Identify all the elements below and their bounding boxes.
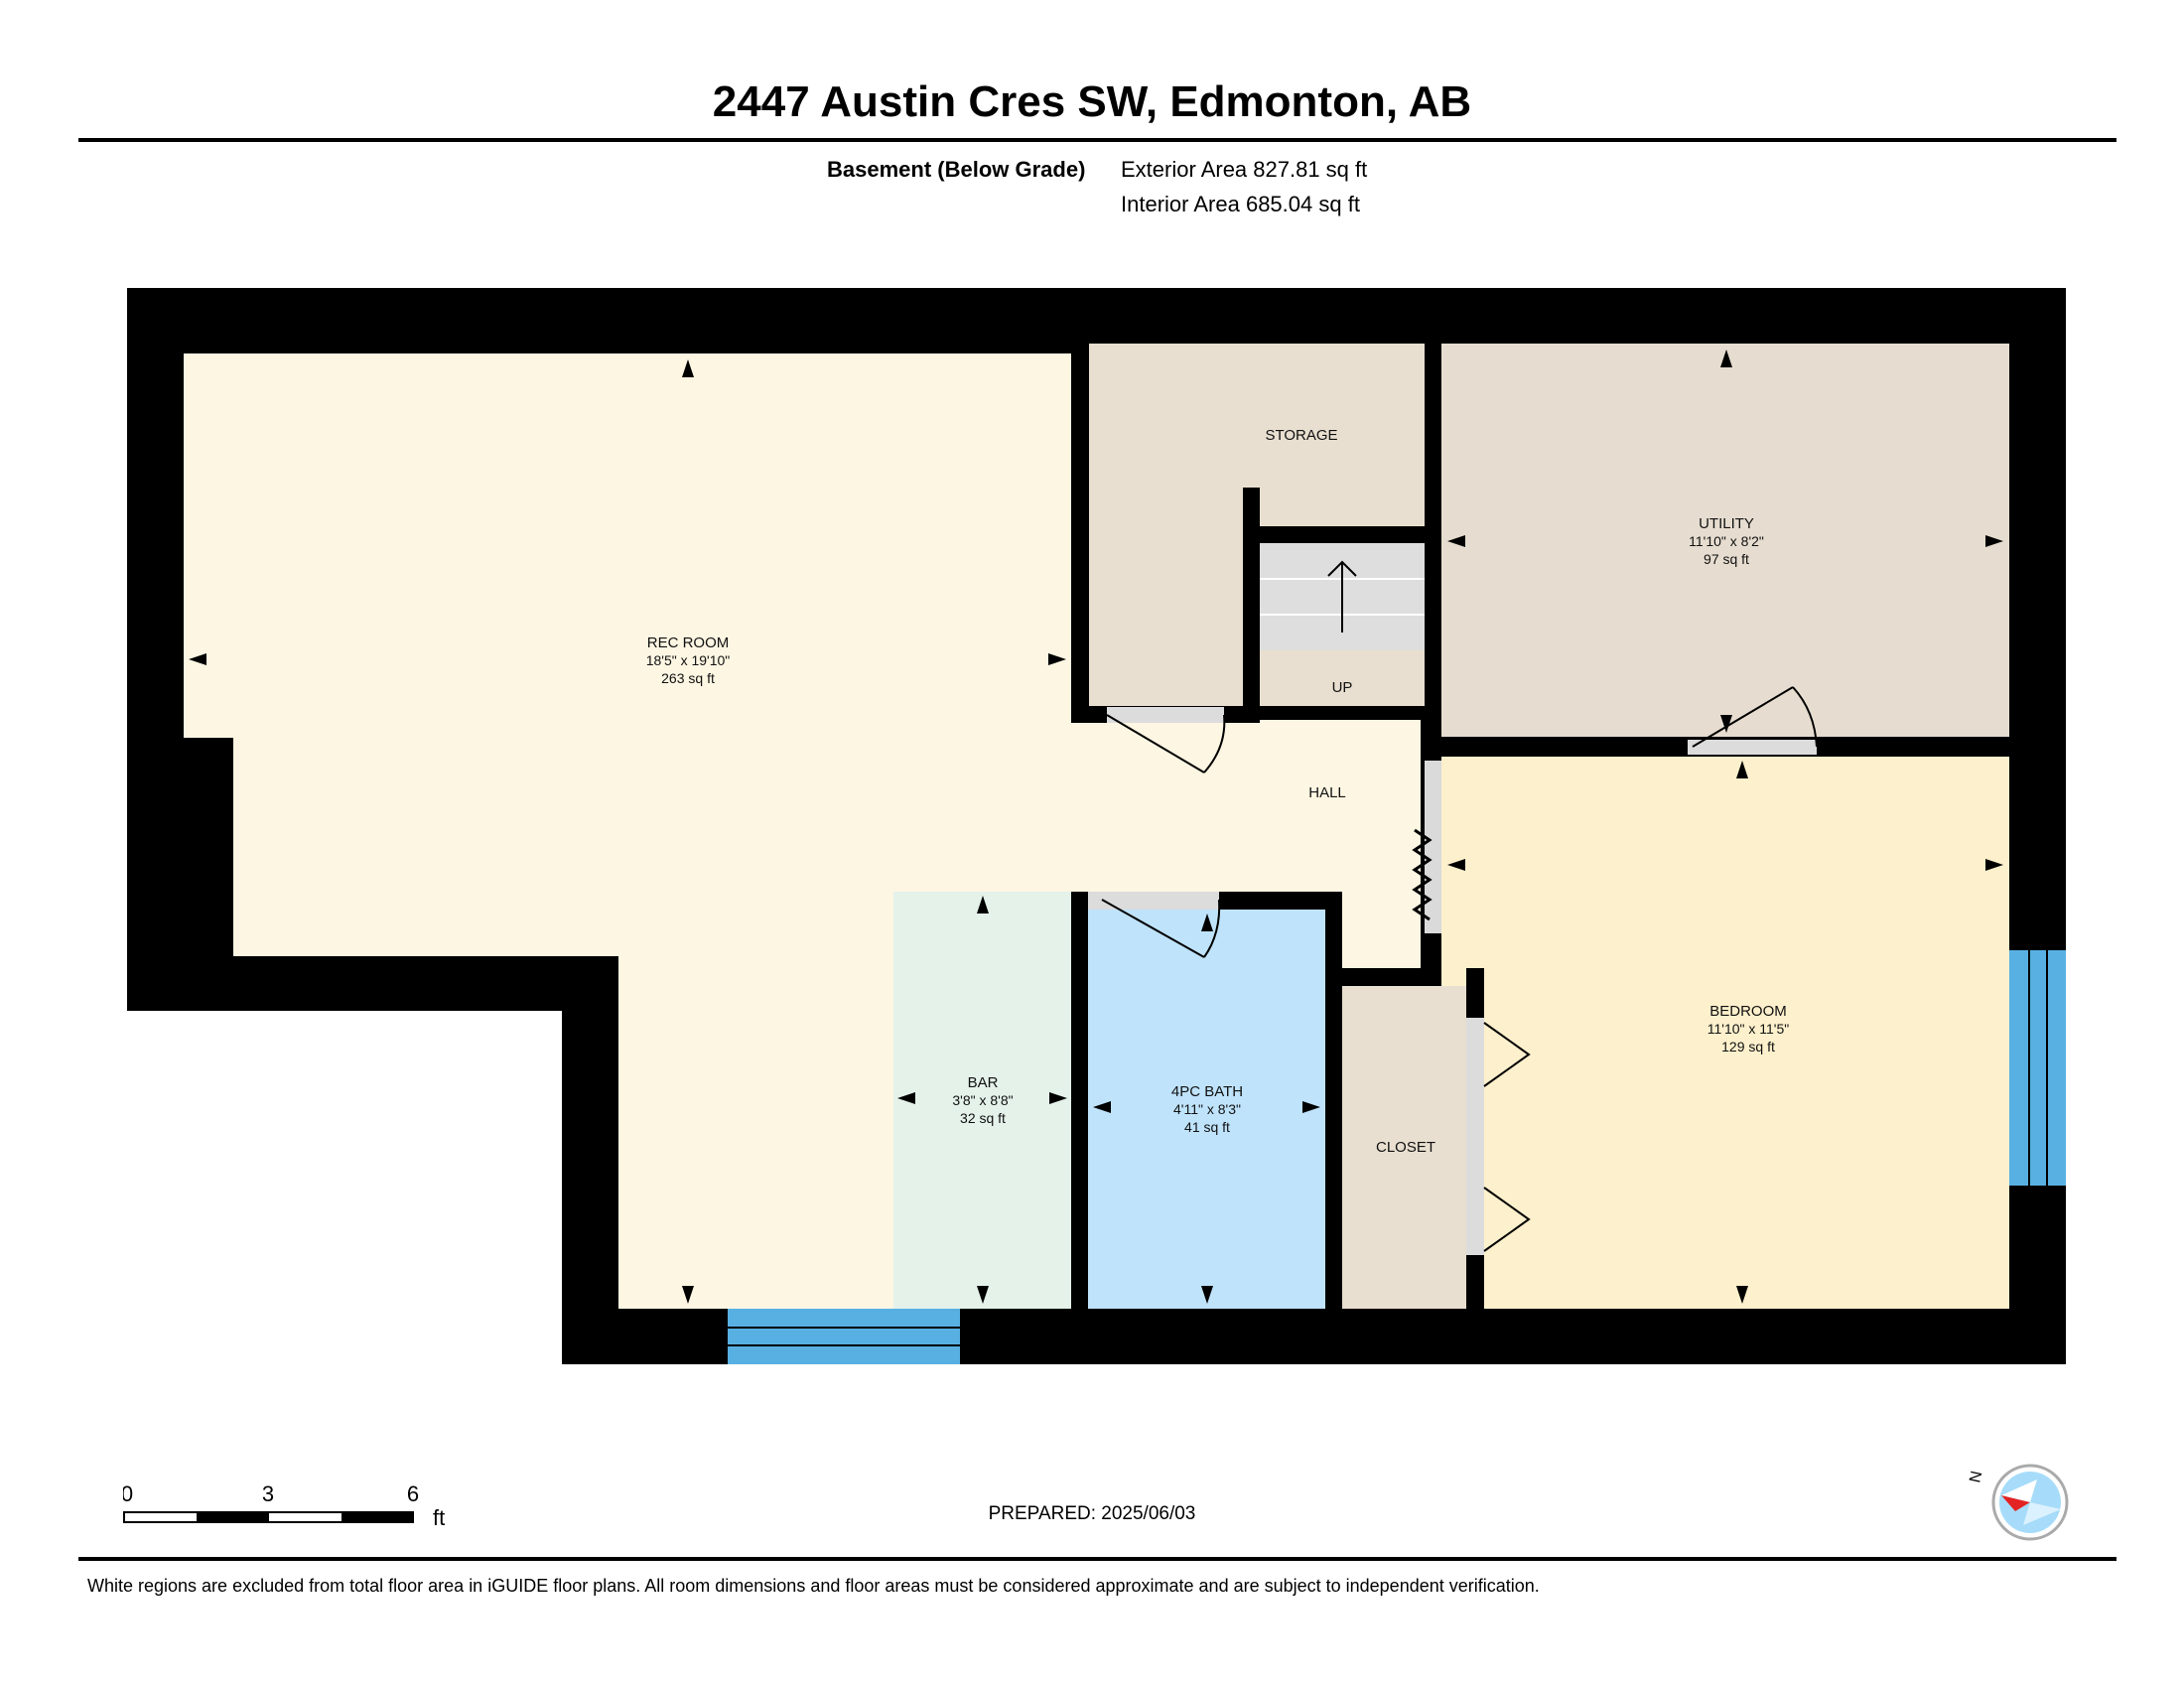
utility-floor xyxy=(1441,344,2009,737)
bath-wall-top-right xyxy=(1219,892,1342,910)
bar-name: BAR xyxy=(968,1074,999,1091)
bar-floor xyxy=(893,892,1071,1309)
disclaimer: White regions are excluded from total fl… xyxy=(87,1576,1540,1596)
door-swings xyxy=(1101,686,1818,1252)
hall-east-wall-top xyxy=(1425,344,1441,761)
hall-east-wall-bottom xyxy=(1425,933,1441,968)
stairs-up-label: UP xyxy=(1332,679,1353,696)
rec-room-floor xyxy=(184,353,1421,1309)
stairs xyxy=(1260,543,1425,650)
closet-wall-left xyxy=(1325,892,1342,1309)
scale-tick-3: 3 xyxy=(262,1481,274,1506)
stair-wall-top xyxy=(1243,526,1428,543)
closet-floor xyxy=(1342,986,1466,1309)
scale-bar: 0 3 6 ft xyxy=(123,1481,445,1530)
storage-name: STORAGE xyxy=(1265,427,1337,444)
bath-dims: 4'11" x 8'3" xyxy=(1173,1101,1241,1117)
utility-dims: 11'10" x 8'2" xyxy=(1689,533,1764,549)
bedroom-dims: 11'10" x 11'5" xyxy=(1707,1021,1790,1037)
compass-north-label: N xyxy=(1967,1470,1985,1484)
scale-tick-0: 0 xyxy=(123,1481,133,1506)
footer-rule xyxy=(78,1557,2116,1561)
scale-unit: ft xyxy=(433,1505,445,1530)
bedroom-name: BEDROOM xyxy=(1709,1003,1787,1020)
rec-room-name: REC ROOM xyxy=(647,634,730,651)
utility-name: UTILITY xyxy=(1699,515,1754,532)
bath-area: 41 sq ft xyxy=(1184,1119,1230,1135)
compass-icon: N xyxy=(1967,1464,2069,1541)
stair-wall-vertical xyxy=(1243,488,1260,723)
closet-name: CLOSET xyxy=(1376,1139,1435,1156)
rec-room-dims: 18'5" x 19'10" xyxy=(646,652,731,668)
storage-wall-bottom-left xyxy=(1071,707,1107,723)
closet-wall-right-bottom xyxy=(1466,1255,1484,1309)
utility-door-opening xyxy=(1688,740,1817,755)
closet-wall-right-top xyxy=(1466,968,1484,1018)
bath-name: 4PC BATH xyxy=(1171,1083,1243,1100)
hall-name: HALL xyxy=(1308,784,1346,801)
interior-area: Interior Area 685.04 sq ft xyxy=(1121,192,1360,216)
level-label: Basement (Below Grade) xyxy=(827,157,1086,182)
exterior-area: Exterior Area 827.81 sq ft xyxy=(1121,157,1368,182)
bar-dims: 3'8" x 8'8" xyxy=(952,1092,1013,1108)
rec-room-area: 263 sq ft xyxy=(661,670,715,686)
bath-floor xyxy=(1088,910,1325,1309)
bedroom-floor xyxy=(1441,757,2009,1309)
bath-wall-left xyxy=(1071,892,1088,1309)
closet-door-opening xyxy=(1466,1018,1484,1255)
dimension-arrows xyxy=(189,350,2003,1304)
bedroom-area: 129 sq ft xyxy=(1721,1039,1775,1055)
utility-area: 97 sq ft xyxy=(1704,551,1749,567)
storage-wall-left xyxy=(1071,344,1089,723)
hall-opening xyxy=(1425,761,1441,933)
prepared-date: PREPARED: 2025/06/03 xyxy=(988,1503,1196,1524)
south-window xyxy=(728,1309,960,1364)
page-title: 2447 Austin Cres SW, Edmonton, AB xyxy=(712,77,1472,126)
scale-tick-6: 6 xyxy=(407,1481,419,1506)
bar-area: 32 sq ft xyxy=(960,1110,1006,1126)
bedroom-window xyxy=(2009,950,2066,1186)
bath-door-opening xyxy=(1088,892,1219,910)
header-rule xyxy=(78,138,2116,142)
closet-wall-top xyxy=(1342,968,1441,986)
